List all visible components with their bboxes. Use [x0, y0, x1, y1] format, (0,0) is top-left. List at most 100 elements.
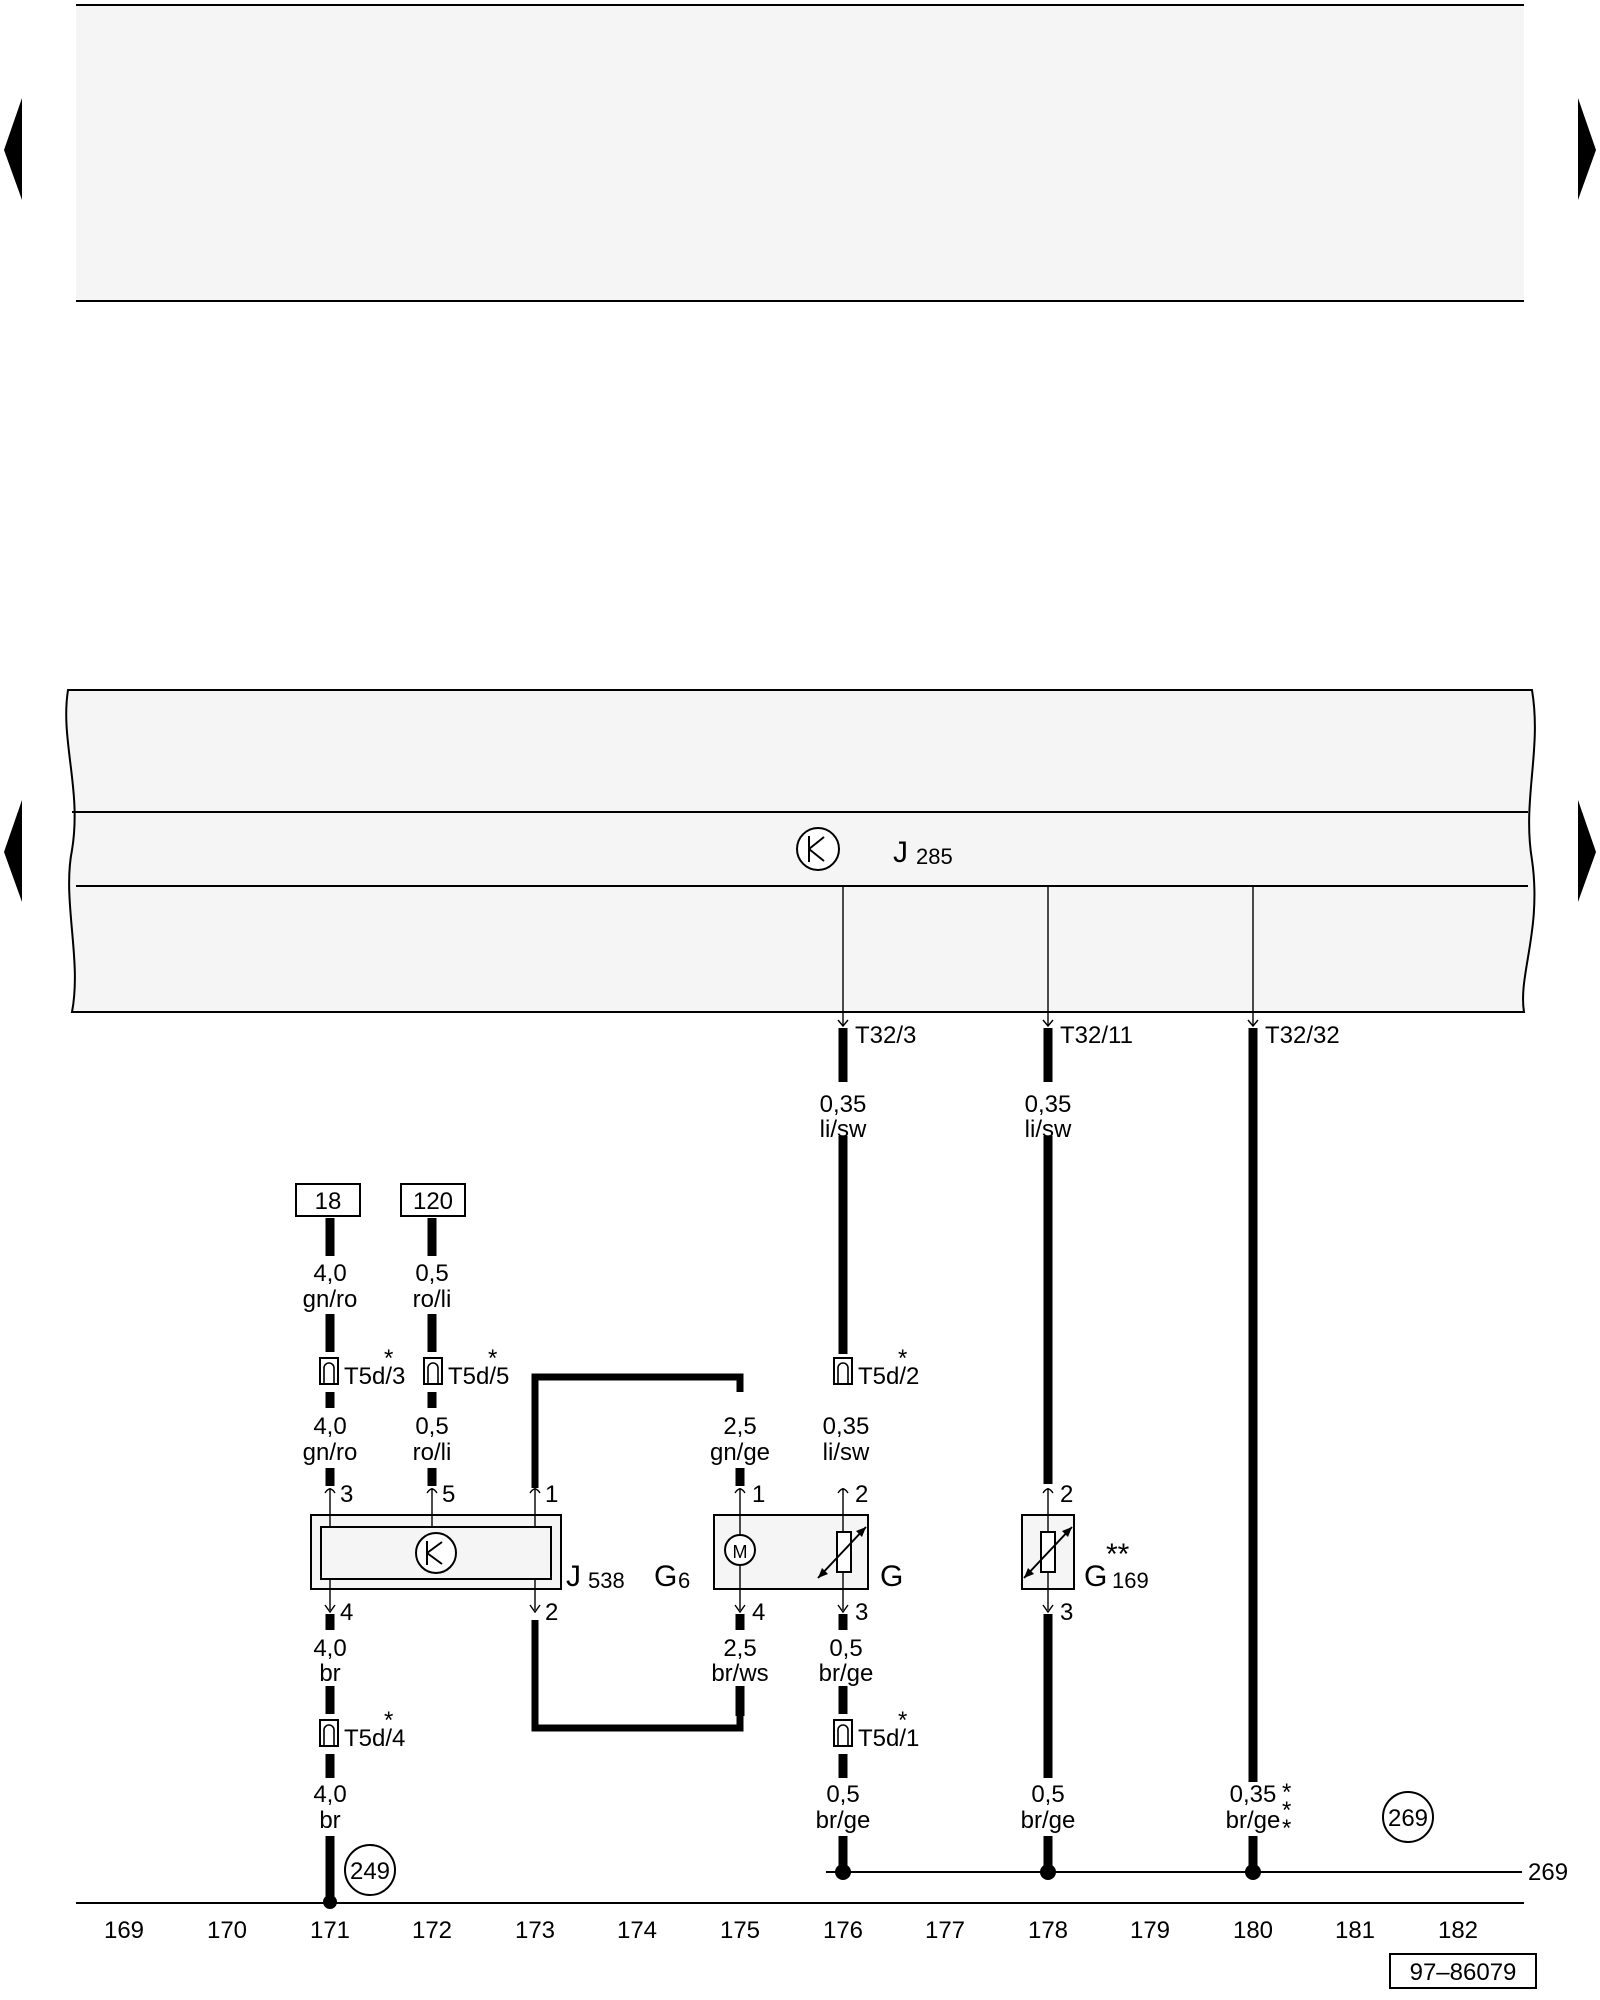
column-180: 180 — [1233, 1917, 1273, 1944]
ground-point-249: 249 — [350, 1858, 390, 1885]
ground-line-269-label: 269 — [1528, 1859, 1568, 1886]
next-page-arrow-top[interactable] — [1578, 98, 1596, 200]
g169-stars: ** — [1106, 1538, 1130, 1571]
column-175: 175 — [720, 1917, 760, 1944]
wire-176-top-size: 0,35 — [820, 1091, 867, 1118]
electronic-unit-icon — [796, 827, 840, 871]
column-173: 173 — [515, 1917, 555, 1944]
g-name: G — [880, 1560, 903, 1593]
column-176: 176 — [823, 1917, 863, 1944]
wire-172-mid-color: ro/li — [413, 1439, 452, 1466]
j538-pin-3: 3 — [340, 1481, 353, 1508]
wires-lower — [325, 1614, 1258, 1900]
prev-page-arrow-top[interactable] — [4, 98, 22, 200]
wire-180-bot-color: br/ge — [1226, 1807, 1281, 1834]
wire-178-top-size: 0,35 — [1025, 1091, 1072, 1118]
wire-171-top-color: gn/ro — [303, 1286, 358, 1313]
j538-pin-4: 4 — [340, 1599, 353, 1626]
column-179: 179 — [1130, 1917, 1170, 1944]
wire-180-star-1: * — [1282, 1779, 1291, 1806]
pin-t32-32: T32/32 — [1265, 1022, 1340, 1049]
wire-178-bot-size: 0,5 — [1031, 1781, 1064, 1808]
wires-left — [325, 1218, 437, 1486]
connector-t5d2: T5d/2 * — [833, 1345, 919, 1390]
connector-t5d5-label: T5d/5 — [448, 1363, 509, 1390]
sender-g169 — [1021, 1488, 1075, 1610]
j538-pin-1: 1 — [545, 1481, 558, 1508]
wire-176-mid-color: li/sw — [823, 1439, 870, 1466]
control-unit-j538: J 538 — [310, 1488, 625, 1610]
wires-upper — [838, 1028, 1258, 1782]
doc-number: 97–86079 — [1410, 1959, 1517, 1986]
top-panel-fill — [76, 5, 1524, 301]
wire-172-mid-size: 0,5 — [415, 1413, 448, 1440]
connector-t5d3-star: * — [384, 1345, 393, 1372]
ref-box-18 — [295, 1183, 361, 1217]
wire-175-low-size: 2,5 — [723, 1635, 756, 1662]
electronic-unit-icon-j538 — [415, 1532, 457, 1574]
g-pin-2: 2 — [855, 1481, 868, 1508]
top-panel — [76, 4, 1524, 302]
wire-176-low-size: 0,5 — [829, 1635, 862, 1662]
wire-180-star-2: * — [1282, 1797, 1291, 1824]
wire-175-mid-size: 2,5 — [723, 1413, 756, 1440]
column-181: 181 — [1335, 1917, 1375, 1944]
connector-t5d3: T5d/3 * — [319, 1345, 405, 1390]
ground-bus-269: 269 269 — [826, 1791, 1568, 1886]
wire-178-bot-color: br/ge — [1021, 1807, 1076, 1834]
wire-171-mid-color: gn/ro — [303, 1439, 358, 1466]
connector-t5d4: T5d/4 * — [319, 1707, 405, 1752]
wire-178-top-color: li/sw — [1025, 1116, 1072, 1143]
wire-171-low-color: br — [319, 1660, 340, 1687]
connector-t5d2-star: * — [898, 1345, 907, 1372]
j285-name: J — [893, 836, 908, 869]
g169-name: G — [1084, 1560, 1107, 1593]
column-182: 182 — [1438, 1917, 1478, 1944]
wire-180-star-3: * — [1282, 1815, 1291, 1842]
ref-18-label: 18 — [315, 1188, 342, 1215]
wire-176-low-color: br/ge — [819, 1660, 874, 1687]
connector-t5d5-star: * — [488, 1345, 497, 1372]
column-178: 178 — [1028, 1917, 1068, 1944]
ref-120-label: 120 — [413, 1188, 453, 1215]
wire-176-top-color: li/sw — [820, 1116, 867, 1143]
loop-wires-j538-g6 — [531, 1373, 745, 1732]
column-numbers: 169 170 171 172 173 174 175 176 177 178 … — [104, 1917, 1478, 1944]
motor-symbol: M — [733, 1542, 748, 1562]
g169-sub: 169 — [1112, 1568, 1149, 1593]
column-170: 170 — [207, 1917, 247, 1944]
j538-sub: 538 — [588, 1568, 625, 1593]
column-169: 169 — [104, 1917, 144, 1944]
wire-171-top-size: 4,0 — [313, 1260, 346, 1287]
column-174: 174 — [617, 1917, 657, 1944]
wire-175-mid-color: gn/ge — [710, 1439, 770, 1466]
wire-172-top-color: ro/li — [413, 1286, 452, 1313]
j538-pin-2: 2 — [545, 1599, 558, 1626]
prev-page-arrow-bottom[interactable] — [4, 800, 22, 902]
g6-name: G — [654, 1560, 677, 1593]
connector-t5d5: T5d/5 * — [423, 1345, 509, 1390]
connector-t5d1-star: * — [898, 1707, 907, 1734]
control-unit-j285: J 285 — [65, 689, 1536, 1013]
connector-t5d1-label: T5d/1 — [858, 1725, 919, 1752]
column-177: 177 — [925, 1917, 965, 1944]
ground-point-249-group: 249 — [323, 1844, 396, 1909]
g6-pin-4: 4 — [752, 1599, 765, 1626]
column-172: 172 — [412, 1917, 452, 1944]
next-page-arrow-bottom[interactable] — [1578, 800, 1596, 902]
connector-t5d3-label: T5d/3 — [344, 1363, 405, 1390]
ref-box-120 — [400, 1183, 466, 1217]
variable-resistor-icon — [836, 1531, 852, 1573]
ground-point-269-circle — [1382, 1791, 1434, 1843]
g6-pin-1: 1 — [752, 1481, 765, 1508]
wire-171-bot-size: 4,0 — [313, 1781, 346, 1808]
wire-176-mid-size: 0,35 — [823, 1413, 870, 1440]
t32-pins: T32/3 T32/11 T32/32 — [837, 1012, 1340, 1049]
g-pin-3: 3 — [855, 1599, 868, 1626]
wire-171-mid-size: 4,0 — [313, 1413, 346, 1440]
sender-unit-g6-g: M — [713, 1488, 869, 1610]
wire-176-bot-color: br/ge — [816, 1807, 871, 1834]
j538-pin-5: 5 — [442, 1481, 455, 1508]
wire-176-bot-size: 0,5 — [826, 1781, 859, 1808]
